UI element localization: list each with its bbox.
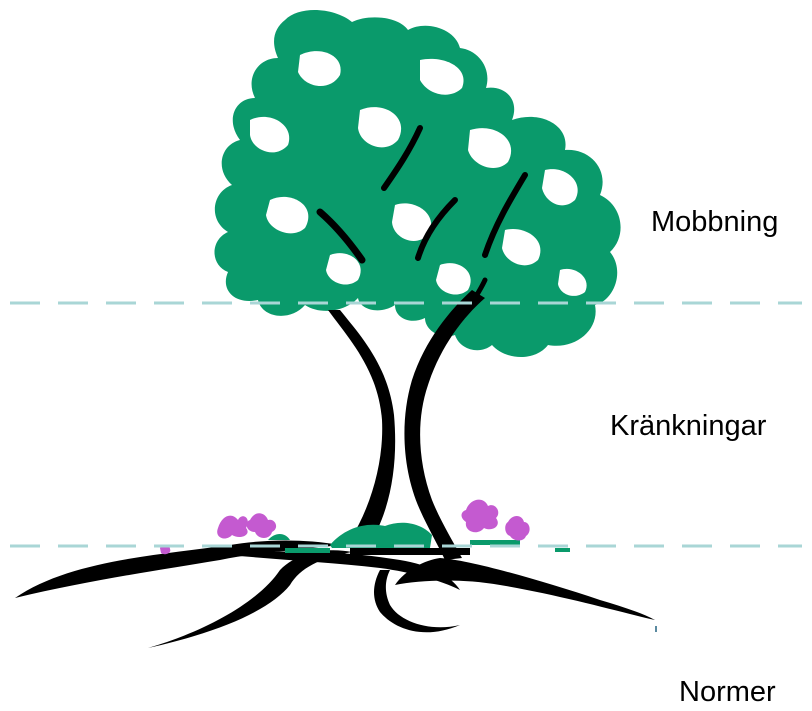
- tree-roots: [15, 540, 655, 648]
- level-label-mobbning: Mobbning: [651, 206, 778, 239]
- level-label-normer: Normer: [679, 676, 776, 709]
- ground-speck: [655, 626, 657, 632]
- level-label-krankningar: Kränkningar: [610, 410, 766, 443]
